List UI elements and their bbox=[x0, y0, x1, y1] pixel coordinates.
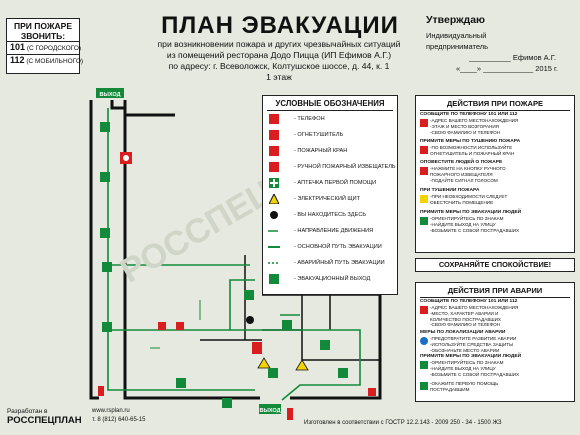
subtitle-line: при возникновении пожара и других чрезвы… bbox=[157, 39, 401, 49]
fire-actions-section: СООБЩИТЕ ПО ТЕЛЕФОНУ 101 ИЛИ 112 -АДРЕС … bbox=[420, 112, 519, 135]
approval-date: «____» ____________ 2015 г. bbox=[456, 64, 558, 73]
electrical-panel-icon bbox=[268, 194, 280, 205]
first-aid-icon bbox=[268, 368, 278, 378]
extinguisher-icon bbox=[268, 130, 280, 141]
exit-sign-icon bbox=[420, 217, 428, 225]
approval-sign: __________ Ефимов А.Г. bbox=[469, 53, 556, 62]
brand-name: РОССПЕЦПЛАН bbox=[7, 415, 82, 426]
legend-item: - ОГНЕТУШИТЕЛЬ bbox=[268, 129, 343, 141]
website-link[interactable]: www.rsplan.ru bbox=[92, 408, 130, 414]
phone-number: т. 8 (812) 640-65-15 bbox=[92, 417, 146, 423]
exit-sign-icon bbox=[268, 274, 280, 285]
exit-sign-bottom bbox=[259, 404, 281, 414]
manual-alarm-icon bbox=[368, 388, 376, 396]
approval-block: Утверждаю Индивидуальный предприниматель… bbox=[426, 15, 576, 74]
electrical-panel-icon bbox=[257, 357, 271, 369]
legend-item: - РУЧНОЙ ПОЖАРНЫЙ ИЗВЕЩАТЕЛЬ bbox=[268, 161, 396, 173]
legend-item: - АПТЕЧКА ПЕРВОЙ ПОМОЩИ bbox=[268, 177, 376, 189]
fire-actions-panel: ДЕЙСТВИЯ ПРИ ПОЖАРЕ СООБЩИТЕ ПО ТЕЛЕФОНУ… bbox=[415, 95, 575, 253]
electrical-panel-icon bbox=[295, 359, 309, 371]
evac-signs bbox=[100, 122, 350, 408]
fire-call-line-1: 101 (С ГОРОДСКОГО) bbox=[7, 41, 81, 54]
page-subtitle: при возникновении пожара и других чрезвы… bbox=[120, 39, 438, 83]
extinguisher-icon bbox=[98, 386, 104, 396]
contacts: www.rsplan.ru т. 8 (812) 640-65-15 bbox=[92, 407, 145, 425]
fire-actions-section: ПРИМИТЕ МЕРЫ ПО ЭВАКУАЦИИ ЛЮДЕЙ -ОРИЕНТИ… bbox=[420, 210, 522, 233]
exit-label-bottom: ВЫХОД bbox=[259, 408, 280, 414]
accident-actions-section: СООБЩИТЕ ПО ТЕЛЕФОНУ 101 ИЛИ 112 -АДРЕС … bbox=[420, 299, 519, 328]
gost-note: Изготовлен в соответствии с ГОСТР 12.2.1… bbox=[304, 420, 502, 426]
fire-equipment bbox=[98, 152, 376, 420]
extinguisher-icon bbox=[287, 408, 293, 420]
emergency-path-icon bbox=[268, 258, 280, 269]
fire-actions-section: ОПОВЕСТИТЕ ЛЮДЕЙ О ПОЖАРЕ -НАЖМИТЕ НА КН… bbox=[420, 160, 506, 183]
legend-item: - АВАРИЙНЫЙ ПУТЬ ЭВАКУАЦИИ bbox=[268, 257, 385, 269]
legend-item: - ЭЛЕКТРИЧЕСКИЙ ЩИТ bbox=[268, 193, 360, 205]
exit-sign-top bbox=[96, 88, 124, 98]
legend-item: - НАПРАВЛЕНИЕ ДВИЖЕНИЯ bbox=[268, 225, 373, 237]
fire-actions-section: ПРИ ТУШЕНИИ ПОЖАРА -ПРИ НЕОБХОДИМОСТИ СЛ… bbox=[420, 188, 508, 205]
subtitle-line: по адресу: г. Всеволожск, Колтушское шос… bbox=[168, 61, 390, 71]
direction-arrow-icon bbox=[268, 226, 280, 237]
accident-actions-panel: ДЕЙСТВИЯ ПРИ АВАРИИ СООБЩИТЕ ПО ТЕЛЕФОНУ… bbox=[415, 282, 575, 402]
developed-label: Разработан в bbox=[7, 408, 48, 415]
exit-sign-icon bbox=[420, 361, 428, 369]
you-are-here-icon bbox=[246, 316, 254, 324]
phone-icon bbox=[252, 342, 262, 354]
extinguisher-icon bbox=[420, 146, 428, 154]
fire-call-line-2: 112 (С МОБИЛЬНОГО) bbox=[7, 54, 83, 67]
fire-call-box: ПРИ ПОЖАРЕ ЗВОНИТЬ: 101 (С ГОРОДСКОГО) 1… bbox=[6, 18, 83, 74]
phone-icon bbox=[420, 119, 428, 127]
evac-direction-arrows bbox=[150, 300, 201, 349]
extinguisher-icon bbox=[176, 322, 184, 330]
fire-actions-title: ДЕЙСТВИЯ ПРИ ПОЖАРЕ bbox=[420, 98, 570, 111]
phone-icon bbox=[268, 114, 280, 125]
fire-hose-icon bbox=[268, 146, 280, 157]
accident-actions-section: МЕРЫ ПО ЛОКАЛИЗАЦИИ АВАРИИ -ПРЕДОТВРАТИТ… bbox=[420, 330, 517, 353]
legend-item: - ЭВАКУАЦИОННЫЙ ВЫХОД bbox=[268, 273, 370, 285]
main-evac-path bbox=[107, 108, 361, 401]
electrical-panel-icon bbox=[420, 195, 428, 203]
first-aid-icon bbox=[268, 178, 280, 189]
developer-info: Разработан в РОССПЕЦПЛАН bbox=[7, 407, 82, 425]
page-title: ПЛАН ЭВАКУАЦИИ bbox=[161, 12, 399, 39]
legend-item: - ПОЖАРНЫЙ КРАН bbox=[268, 145, 347, 157]
subtitle-floor: 1 этаж bbox=[266, 72, 292, 82]
legend-title: УСЛОВНЫЕ ОБОЗНАЧЕНИЯ bbox=[267, 98, 393, 111]
protection-icon bbox=[420, 337, 428, 345]
legend-item: - ТЕЛЕФОН bbox=[268, 113, 325, 125]
main-path-icon bbox=[268, 242, 280, 253]
accident-actions-section: ПРИМИТЕ МЕРЫ ПО ЭВАКУАЦИИ ЛЮДЕЙ -ОРИЕНТИ… bbox=[420, 354, 522, 377]
approval-title: Утверждаю bbox=[426, 14, 486, 26]
extinguisher-icon bbox=[158, 322, 166, 330]
approval-line: предприниматель bbox=[426, 42, 489, 51]
phone-icon bbox=[420, 306, 428, 314]
you-are-here-icon bbox=[268, 210, 280, 221]
first-aid-icon bbox=[420, 382, 428, 390]
manual-alarm-icon bbox=[268, 162, 280, 173]
fire-actions-section: ПРИМИТЕ МЕРЫ ПО ТУШЕНИЮ ПОЖАРА -ПО ВОЗМО… bbox=[420, 139, 521, 156]
legend-item: - ОСНОВНОЙ ПУТЬ ЭВАКУАЦИИ bbox=[268, 241, 382, 253]
fire-call-title: ПРИ ПОЖАРЕ ЗВОНИТЬ: bbox=[13, 21, 73, 41]
exit-label-top: ВЫХОД bbox=[99, 92, 120, 98]
legend-item: - ВЫ НАХОДИТЕСЬ ЗДЕСЬ bbox=[268, 209, 366, 221]
approval-line: Индивидуальный bbox=[426, 31, 487, 40]
accident-actions-title: ДЕЙСТВИЯ ПРИ АВАРИИ bbox=[420, 285, 570, 298]
keep-calm-banner: СОХРАНЯЙТЕ СПОКОЙСТВИЕ! bbox=[415, 258, 575, 272]
manual-alarm-icon bbox=[420, 167, 428, 175]
legend: УСЛОВНЫЕ ОБОЗНАЧЕНИЯ - ТЕЛЕФОН - ОГНЕТУШ… bbox=[262, 95, 398, 295]
watermark: РОССПЕЦ bbox=[114, 173, 280, 291]
subtitle-line: из помещений ресторана Додо Пицца (ИП Еф… bbox=[166, 50, 392, 60]
